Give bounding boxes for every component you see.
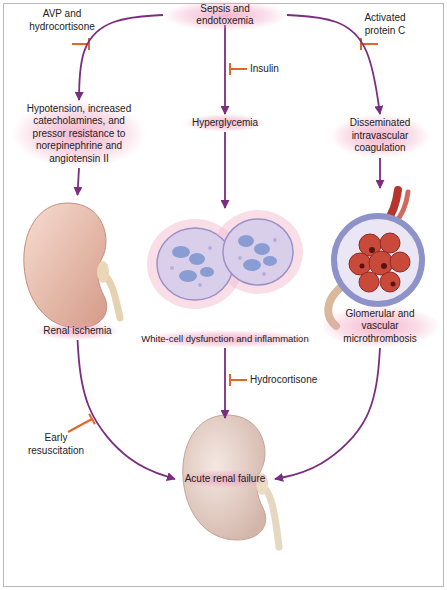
- flow-arrow: [78, 168, 80, 195]
- capillary-loop: [369, 251, 393, 275]
- node-box: Hyperglycemia: [180, 114, 270, 132]
- flow-arrow: [379, 158, 381, 188]
- bowman-capsule: [334, 216, 422, 304]
- node-text: Glomerular and vascular microthrombosis: [320, 305, 440, 349]
- inhibitor-symbol: [230, 374, 247, 386]
- node-box: White-cell dysfunction and inflammation: [115, 208, 335, 348]
- cell-nucleus: [254, 243, 270, 255]
- node-box: Renal ischemia: [20, 195, 135, 340]
- cell-granule: [262, 272, 266, 276]
- microthrombus: [381, 263, 387, 269]
- cell-nucleus: [200, 267, 214, 277]
- node-box: Disseminated intravascular coagulation: [330, 114, 430, 158]
- flow-arrow: [224, 25, 226, 114]
- kidney-illustration: [24, 203, 120, 328]
- microthrombus: [369, 247, 375, 253]
- flow-arrow: [224, 132, 226, 208]
- capillary-loop: [380, 272, 400, 292]
- white-cell: [157, 228, 233, 300]
- cell-nucleus: [243, 259, 261, 271]
- inhibitor-label: Early resuscitation: [20, 432, 92, 457]
- node-box: Acute renal failure: [175, 418, 275, 540]
- cell-nucleus: [189, 253, 205, 265]
- cell-nucleus: [179, 270, 197, 282]
- cell-granule: [198, 283, 202, 287]
- inhibitor-markers: [68, 38, 378, 432]
- inhibitor-label: Hydrocortisone: [250, 374, 340, 387]
- node-box: Sepsis and endotoxemia: [163, 5, 287, 25]
- node-text: White-cell dysfunction and inflammation: [135, 330, 314, 348]
- node-text: Acute renal failure: [177, 470, 274, 489]
- inhibitor-symbol: [68, 414, 95, 432]
- frame-border: [4, 4, 444, 587]
- node-text: Disseminated intravascular coagulation: [330, 114, 430, 158]
- node-text: Hyperglycemia: [184, 114, 266, 133]
- node-text: Renal ischemia: [35, 322, 119, 341]
- node-text: Sepsis and endotoxemia: [163, 0, 287, 31]
- renal-pelvis: [97, 261, 109, 283]
- inhibitor-symbol: [230, 63, 247, 75]
- microthrombus: [391, 282, 396, 287]
- cell-granule: [238, 256, 242, 260]
- flow-arrow: [224, 348, 226, 418]
- cell-nucleus: [238, 235, 254, 247]
- kidney-shape: [24, 203, 107, 328]
- node-text: Hypotension, increased catecholamines, a…: [12, 100, 146, 169]
- capillary-loop: [390, 252, 410, 272]
- capillary-loop: [359, 272, 379, 292]
- white-cell-illustration: [147, 210, 303, 309]
- white-cell: [223, 219, 293, 285]
- node-box: Hypotension, increased catecholamines, a…: [12, 100, 146, 168]
- flow-arrow: [78, 340, 176, 479]
- inhibitor-label: AVP and hydrocortisone: [22, 8, 102, 33]
- inhibitor-label: Activated protein C: [350, 12, 420, 37]
- node-box: Glomerular and vascular microthrombosis: [320, 188, 440, 348]
- cell-granule: [170, 266, 174, 270]
- cell-granule: [273, 238, 277, 242]
- microthrombus: [360, 264, 365, 269]
- cell-nucleus: [172, 246, 190, 258]
- connector-layer: [78, 15, 381, 479]
- cell-granule: [208, 246, 212, 250]
- flow-arrow: [275, 348, 380, 479]
- cell-nucleus: [263, 256, 277, 266]
- capillary-loop: [380, 233, 400, 253]
- inhibitor-label: Insulin: [250, 63, 310, 76]
